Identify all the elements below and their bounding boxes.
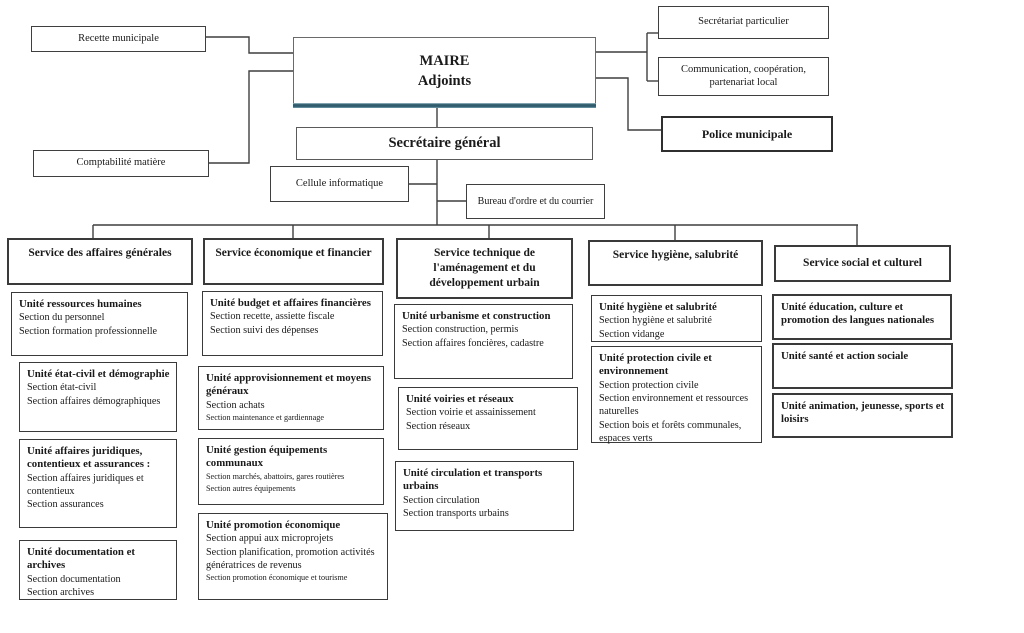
- unit-section: Section promotion économique et tourisme: [206, 573, 348, 583]
- unit-section: Section hygiène et salubrité: [599, 315, 712, 327]
- unit-title: Unité affaires juridiques, contentieux e…: [27, 445, 151, 471]
- unit-section: Section affaires foncières, cadastre: [402, 337, 544, 349]
- unit-education-culture-langues: Unité éducation, culture et promotion de…: [772, 294, 952, 340]
- node-label: Police municipale: [701, 126, 793, 141]
- node-label: Secrétariat particulier: [698, 16, 789, 28]
- unit-section: Section suivi des dépenses: [210, 324, 319, 336]
- unit-section: Section réseaux: [406, 420, 471, 432]
- service-title: Service économique et financier: [215, 247, 372, 259]
- unit-title: Unité budget et affaires financières: [210, 297, 371, 309]
- unit-section: Section affaires démographiques: [27, 395, 161, 407]
- unit-title: Unité promotion économique: [206, 519, 341, 531]
- unit-section: Section marchés, abattoirs, gares routiè…: [206, 471, 345, 481]
- service-header-social-culturel: Service social et culturel: [774, 245, 951, 282]
- unit-title: Unité documentation et archives: [27, 546, 135, 572]
- unit-section: Section environnement et ressources natu…: [599, 393, 749, 418]
- unit-ressources-humaines: Unité ressources humaines Section du per…: [11, 292, 188, 356]
- node-maire-adjoints: MAIRE Adjoints: [293, 37, 596, 108]
- unit-affaires-juridiques: Unité affaires juridiques, contentieux e…: [19, 439, 177, 528]
- unit-section: Section achats: [206, 399, 265, 411]
- node-label: Cellule informatique: [295, 177, 384, 189]
- unit-title: Unité éducation, culture et promotion de…: [781, 301, 935, 327]
- unit-title: Unité urbanisme et construction: [402, 310, 551, 322]
- service-title: Service social et culturel: [803, 257, 922, 270]
- unit-title: Unité ressources humaines: [19, 298, 142, 310]
- unit-etat-civil-demographie: Unité état-civil et démographie Section …: [19, 362, 177, 432]
- node-cellule-informatique: Cellule informatique: [270, 166, 409, 202]
- node-recette-municipale: Recette municipale: [31, 26, 206, 52]
- service-header-technique-urbain: Service technique de l'aménagement et du…: [396, 238, 573, 299]
- unit-section: Section documentation: [27, 573, 121, 585]
- node-label: Communication, coopération, partenariat …: [680, 63, 807, 88]
- unit-section: Section archives: [27, 587, 95, 599]
- unit-documentation-archives: Unité documentation et archives Section …: [19, 540, 177, 600]
- node-bureau-ordre-courrier: Bureau d'ordre et du courrier: [466, 184, 605, 219]
- unit-section: Section protection civile: [599, 379, 699, 391]
- unit-section: Section planification, promotion activit…: [206, 546, 375, 571]
- unit-section: Section construction, permis: [402, 324, 519, 336]
- node-secretaire-general: Secrétaire général: [296, 127, 593, 160]
- unit-section: Section affaires juridiques et contentie…: [27, 472, 144, 498]
- unit-title: Unité état-civil et démographie: [27, 368, 170, 380]
- unit-animation-jeunesse-sports: Unité animation, jeunesse, sports et loi…: [772, 393, 953, 438]
- unit-sante-action-sociale: Unité santé et action sociale: [772, 343, 953, 389]
- unit-section: Section appui aux microprojets: [206, 533, 334, 545]
- unit-title: Unité animation, jeunesse, sports et loi…: [781, 400, 945, 426]
- unit-title: Unité hygiène et salubrité: [599, 301, 717, 313]
- unit-protection-civile-environnement: Unité protection civile et environnement…: [591, 346, 762, 444]
- service-title: Service technique de l'aménagement et du…: [429, 247, 540, 289]
- service-header-affaires-generales: Service des affaires générales: [7, 238, 193, 285]
- node-comptabilite-matiere: Comptabilité matière: [33, 150, 209, 177]
- unit-section: Section assurances: [27, 499, 104, 511]
- unit-promotion-economique: Unité promotion économique Section appui…: [198, 513, 388, 600]
- unit-section: Section du personnel: [19, 312, 105, 324]
- unit-section: Section maintenance et gardiennage: [206, 413, 324, 423]
- unit-urbanisme-construction: Unité urbanisme et construction Section …: [394, 304, 573, 379]
- unit-budget-affaires-financieres: Unité budget et affaires financières Sec…: [202, 291, 383, 356]
- node-label: Comptabilité matière: [76, 157, 166, 169]
- unit-title: Unité approvisionnement et moyens généra…: [206, 372, 372, 398]
- node-police-municipale: Police municipale: [661, 116, 833, 152]
- node-label: Bureau d'ordre et du courrier: [477, 195, 594, 207]
- service-title: Service hygiène, salubrité: [612, 249, 739, 261]
- unit-section: Section voirie et assainissement: [406, 407, 536, 419]
- unit-circulation-transports: Unité circulation et transports urbains …: [395, 461, 574, 531]
- unit-section: Section transports urbains: [403, 508, 509, 520]
- unit-section: Section autres équipements: [206, 483, 296, 493]
- unit-hygiene-salubrite: Unité hygiène et salubrité Section hygiè…: [591, 295, 762, 342]
- unit-section: Section recette, assiette fiscale: [210, 311, 335, 323]
- maire-accent-underline: [293, 103, 596, 108]
- maire-subtitle: Adjoints: [417, 73, 472, 89]
- node-secretariat-particulier: Secrétariat particulier: [658, 6, 829, 39]
- service-title: Service des affaires générales: [28, 247, 172, 259]
- unit-title: Unité circulation et transports urbains: [403, 467, 543, 493]
- unit-section: Section circulation: [403, 494, 480, 506]
- unit-approvisionnement-moyens: Unité approvisionnement et moyens généra…: [198, 366, 384, 430]
- service-header-hygiene-salubrite: Service hygiène, salubrité: [588, 240, 763, 286]
- unit-section: Section formation professionnelle: [19, 325, 158, 337]
- unit-section: Section vidange: [599, 328, 665, 340]
- node-label: Secrétaire général: [388, 135, 501, 151]
- node-label: Recette municipale: [78, 32, 159, 44]
- unit-voiries-reseaux: Unité voiries et réseaux Section voirie …: [398, 387, 578, 450]
- unit-title: Unité voiries et réseaux: [406, 393, 514, 405]
- unit-section: Section état-civil: [27, 382, 97, 394]
- unit-title: Unité protection civile et environnement: [599, 352, 712, 378]
- unit-gestion-equipements: Unité gestion équipements communaux Sect…: [198, 438, 384, 505]
- unit-section: Section bois et forêts communales, espac…: [599, 419, 742, 444]
- node-communication-cooperation: Communication, coopération, partenariat …: [658, 57, 829, 96]
- maire-title: MAIRE: [419, 53, 470, 70]
- unit-title: Unité santé et action sociale: [781, 350, 909, 362]
- service-header-economique-financier: Service économique et financier: [203, 238, 384, 285]
- unit-title: Unité gestion équipements communaux: [206, 444, 328, 470]
